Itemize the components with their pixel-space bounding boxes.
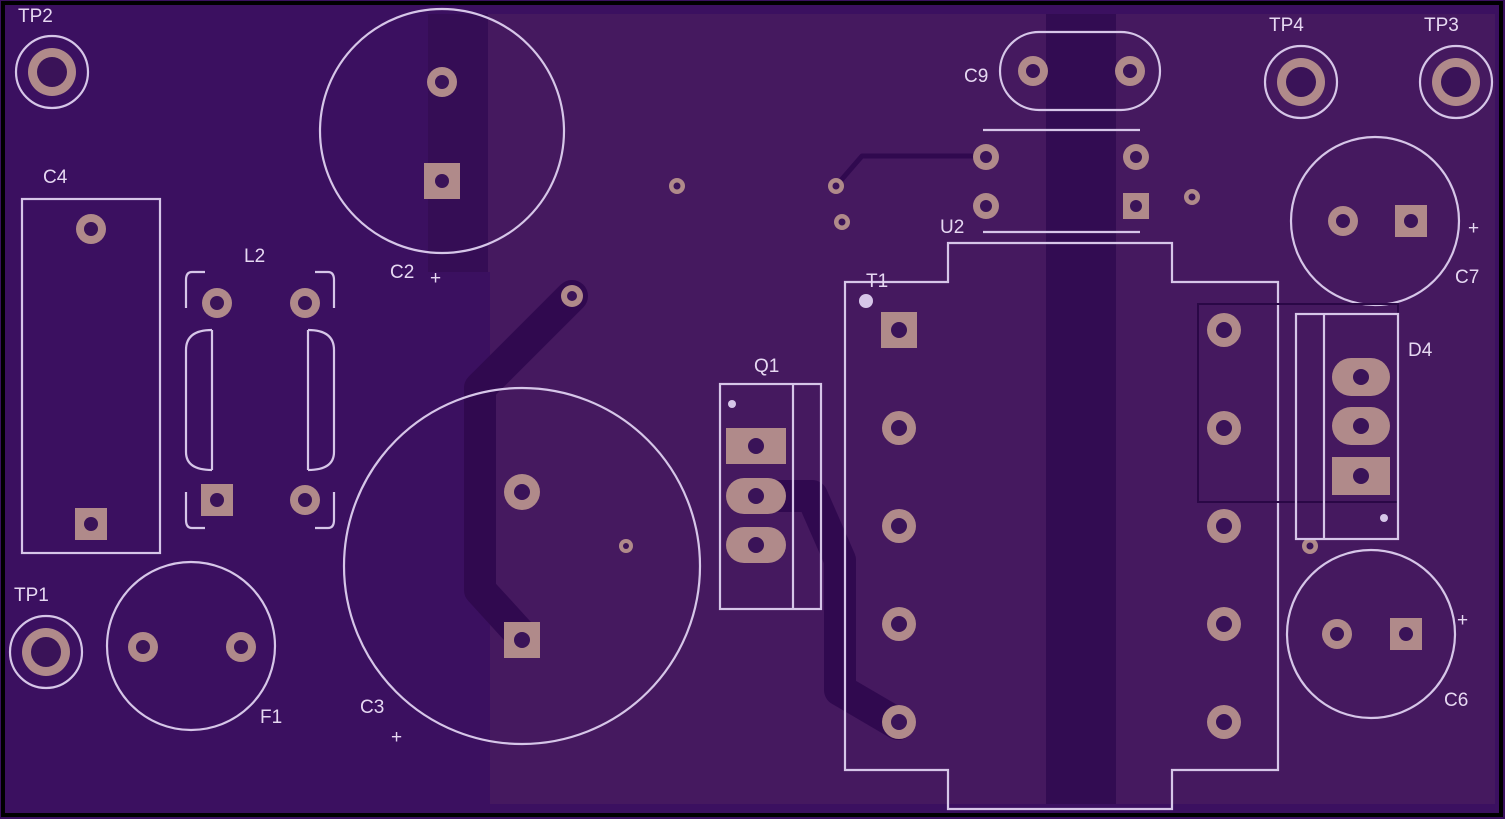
q1: Q1 xyxy=(718,356,823,611)
f1-label: F1 xyxy=(260,707,282,728)
c7-label: C7 xyxy=(1455,267,1479,288)
d4-label: D4 xyxy=(1408,340,1433,361)
c7-plus: + xyxy=(1468,218,1479,239)
tp2-label: TP2 xyxy=(18,6,53,27)
c2: C2 + xyxy=(318,7,566,289)
t1: T1 xyxy=(843,241,1280,811)
c7: C7 + xyxy=(1289,135,1479,307)
t1-label: T1 xyxy=(866,271,888,292)
copper-dark-strip-left xyxy=(428,14,488,272)
trace-c2-c3 xyxy=(464,280,588,652)
c2-label: C2 xyxy=(390,262,414,283)
copper-pour xyxy=(428,14,1495,804)
q1-label: Q1 xyxy=(754,356,779,377)
c3-plus: + xyxy=(391,727,402,748)
c6-label: C6 xyxy=(1444,690,1468,711)
u2-label: U2 xyxy=(940,217,964,238)
f1: F1 xyxy=(105,560,282,732)
c9: C9 xyxy=(964,30,1162,112)
c3-label: C3 xyxy=(360,697,384,718)
c6-plus: + xyxy=(1457,610,1468,631)
tp1: TP1 xyxy=(8,585,84,690)
tp3: TP3 xyxy=(1418,15,1494,120)
u2: U2 xyxy=(940,128,1149,238)
copper-dark-strip xyxy=(1046,14,1116,804)
tp4: TP4 xyxy=(1263,15,1339,120)
c3: C3 + xyxy=(342,285,702,748)
c6: C6 + xyxy=(1285,548,1468,720)
c2-plus: + xyxy=(430,268,441,289)
vias xyxy=(669,178,1318,554)
trace-u2 xyxy=(833,153,989,189)
c9-label: C9 xyxy=(964,66,988,87)
c4-label: C4 xyxy=(43,167,68,188)
c4: C4 xyxy=(20,167,162,555)
l2-label: L2 xyxy=(244,246,265,267)
tp4-label: TP4 xyxy=(1269,15,1304,36)
d4: D4 xyxy=(1197,303,1433,541)
tp1-label: TP1 xyxy=(14,585,49,606)
l2: L2 xyxy=(184,246,336,530)
tp2: TP2 xyxy=(14,6,90,110)
tp3-label: TP3 xyxy=(1424,15,1459,36)
